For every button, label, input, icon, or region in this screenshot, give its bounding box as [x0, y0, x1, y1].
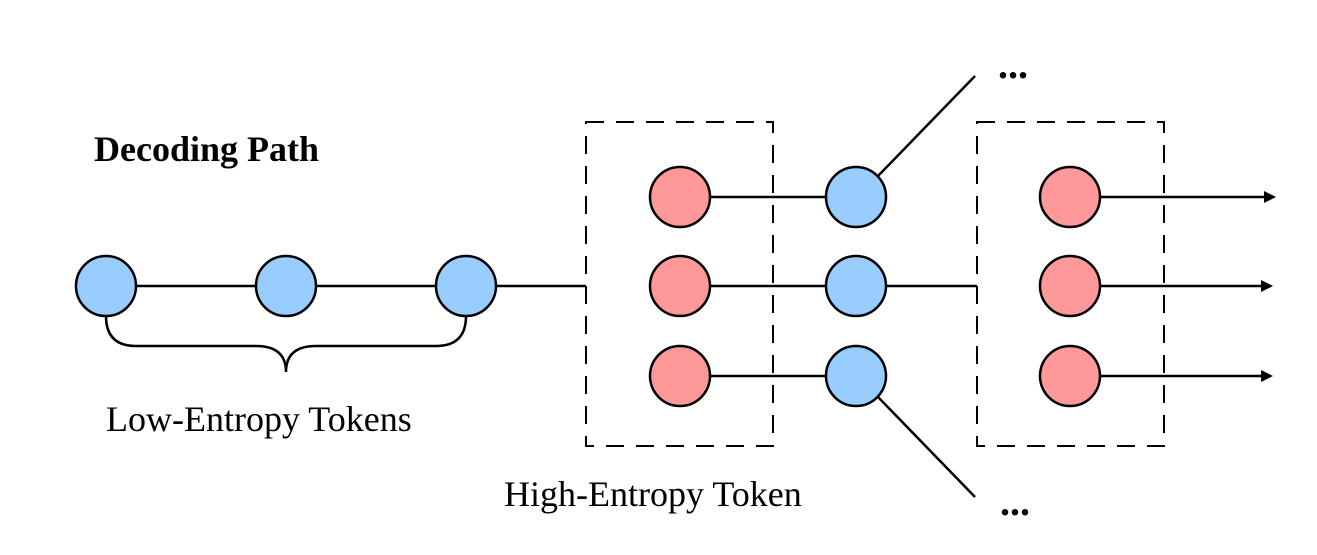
high-entropy-node-2-3 [1038, 344, 1102, 408]
high-entropy-node-1-1 [648, 165, 712, 229]
branch-down-line [877, 396, 976, 498]
ellipsis-bottom: ... [1000, 479, 1030, 524]
high-entropy-node-2-2 [1038, 254, 1102, 318]
high-entropy-node-1-2 [648, 254, 712, 318]
high-entropy-node-1-3 [648, 344, 712, 408]
branch-node-2 [824, 254, 888, 318]
branch-node-1 [824, 165, 888, 229]
low-entropy-node-2 [254, 254, 318, 318]
high-entropy-box-2 [976, 121, 1165, 447]
high-entropy-label: High-Entropy Token [504, 474, 802, 514]
high-entropy-box-1 [585, 121, 774, 447]
low-entropy-label: Low-Entropy Tokens [106, 399, 412, 439]
low-entropy-brace [104, 315, 468, 373]
branch-up-line [877, 75, 976, 177]
low-entropy-node-1 [74, 254, 138, 318]
branch-node-3 [824, 344, 888, 408]
diagram-title: Decoding Path [94, 129, 319, 169]
high-entropy-node-2-1 [1038, 165, 1102, 229]
low-entropy-node-3 [434, 254, 498, 318]
ellipsis-top: ... [998, 42, 1028, 87]
